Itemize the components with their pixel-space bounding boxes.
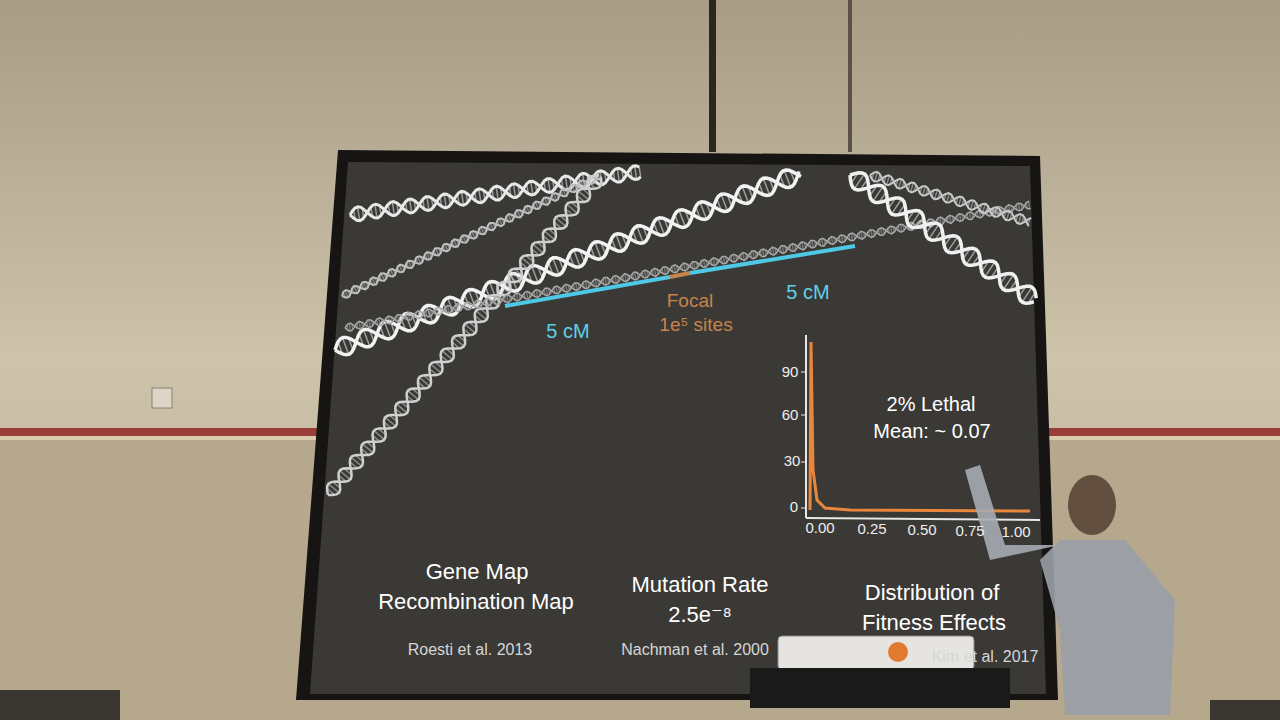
column-value: 2.5e⁻⁸ <box>668 603 732 627</box>
wall-outlet <box>152 388 172 408</box>
screen-cord <box>848 0 852 152</box>
helix-strand <box>335 170 801 355</box>
chair <box>1210 700 1280 720</box>
projector-cable <box>888 642 908 662</box>
column-heading: Fitness Effects <box>862 611 1006 635</box>
screen-surface <box>310 162 1046 694</box>
tick <box>801 508 806 509</box>
focal-bar <box>670 273 690 277</box>
citation: Kim et al. 2017 <box>932 648 1039 666</box>
helix-strand <box>350 166 639 218</box>
x-axis <box>806 518 1040 520</box>
tick <box>801 415 806 416</box>
region-bar <box>690 246 855 273</box>
citation: Roesti et al. 2013 <box>408 641 533 659</box>
column-heading: Recombination Map <box>378 590 574 614</box>
region-bar <box>505 277 670 306</box>
axis-tick: 1.00 <box>1001 524 1030 541</box>
helix-strand <box>327 177 601 495</box>
axis-tick: 60 <box>782 407 799 424</box>
region-label: 5 cM <box>546 320 589 342</box>
dna-helices <box>327 166 1036 495</box>
axis-tick: 30 <box>784 453 801 470</box>
dfe-curve <box>810 342 1030 511</box>
tick <box>801 462 806 463</box>
helix-strand <box>345 201 1029 331</box>
helix-rungs <box>327 176 601 495</box>
axis-tick: 0 <box>790 499 798 516</box>
chart-note: 2% Lethal <box>887 393 976 415</box>
region-label: 5 cM <box>786 281 829 303</box>
helix-strand <box>345 203 1031 329</box>
column-heading: Gene Map <box>426 560 529 584</box>
column-heading: Distribution of <box>865 581 1000 605</box>
citation: Nachman et al. 2000 <box>621 641 769 659</box>
axis-tick: 0.50 <box>907 522 936 539</box>
helix-strand <box>870 172 1029 226</box>
axis-tick: 0.25 <box>857 521 886 538</box>
helix-strand <box>342 176 602 298</box>
focal-size: 1e⁵ sites <box>659 315 732 336</box>
axis-tick: 90 <box>782 364 799 381</box>
axis-tick: 0.00 <box>805 520 834 537</box>
y-axis <box>805 335 807 518</box>
helix-strand <box>342 172 598 296</box>
tick <box>801 372 806 373</box>
screen-pole <box>709 0 716 152</box>
chart-note: Mean: ~ 0.07 <box>873 420 990 442</box>
helix-strand <box>850 173 1034 303</box>
axis-tick: 0.75 <box>955 523 984 540</box>
column-heading: Mutation Rate <box>632 573 769 597</box>
projector-stand <box>750 668 1010 708</box>
dfe-chart <box>801 335 1040 520</box>
chair <box>0 690 120 720</box>
focal-label: Focal <box>667 291 713 312</box>
screen-frame <box>296 150 1058 700</box>
helix-strand <box>335 172 799 351</box>
